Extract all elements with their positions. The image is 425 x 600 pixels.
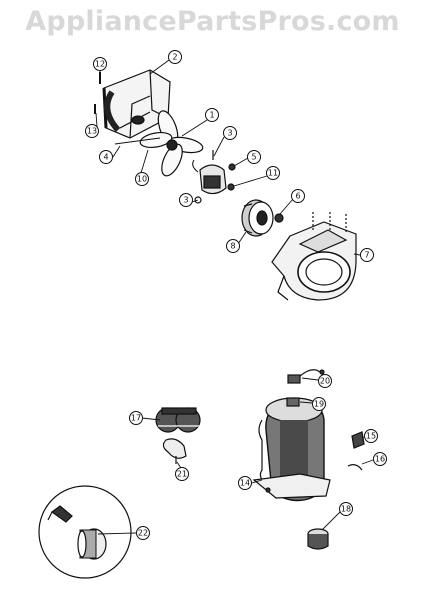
callout-label: 21 — [177, 470, 187, 479]
callout-3-lower — [179, 193, 193, 207]
callout-7 — [360, 248, 374, 262]
callout-label: 2 — [172, 53, 177, 62]
callout-label: 19 — [314, 400, 324, 409]
bracket-part — [162, 438, 187, 464]
callout-19 — [312, 397, 326, 411]
callout-2 — [168, 50, 182, 64]
scroll-housing-part — [271, 212, 357, 301]
callout-21 — [175, 467, 189, 481]
clip-part — [274, 213, 284, 223]
callout-label: 15 — [366, 432, 376, 441]
grommet-part — [351, 431, 365, 449]
callout-label: 16 — [375, 455, 385, 464]
filter-drier-detail — [38, 485, 132, 579]
callout-12-top — [93, 57, 107, 71]
callout-10 — [135, 172, 149, 186]
callout-label: 17 — [131, 414, 141, 423]
compressor-part — [252, 397, 331, 502]
callout-16 — [373, 452, 387, 466]
blower-wheel-part — [241, 199, 274, 237]
callout-label: 3 — [227, 129, 232, 138]
callout-label: 14 — [240, 479, 250, 488]
callout-label: 6 — [295, 192, 300, 201]
callout-17 — [129, 411, 143, 425]
callout-18 — [339, 502, 353, 516]
callout-11 — [266, 166, 280, 180]
callout-5 — [247, 150, 261, 164]
callout-label: 8 — [230, 242, 235, 251]
callout-label: 10 — [137, 175, 147, 184]
callout-4 — [99, 150, 113, 164]
capacitor-part — [307, 528, 329, 550]
callout-20 — [318, 374, 332, 388]
callout-label: 18 — [341, 505, 351, 514]
leader-lines — [95, 59, 374, 535]
callout-1 — [205, 108, 219, 122]
callout-label: 20 — [320, 377, 330, 386]
callout-label: 1 — [209, 111, 214, 120]
washer-part — [227, 183, 235, 191]
callout-label: 5 — [251, 153, 256, 162]
overload-relay-part — [155, 407, 201, 433]
callout-label: 12 — [95, 60, 105, 69]
callout-label: 3 — [183, 196, 188, 205]
spring-clip-part — [347, 464, 363, 471]
callout-label: 4 — [103, 153, 108, 162]
callout-14 — [238, 476, 252, 490]
motor-part — [192, 150, 227, 204]
callout-label: 7 — [364, 251, 369, 260]
watermark-text: AppliancePartsPros.com — [25, 6, 400, 37]
callout-15 — [364, 429, 378, 443]
callout-8 — [226, 239, 240, 253]
fan-blade-part — [139, 110, 204, 177]
rod-part — [114, 137, 161, 145]
callout-label: 11 — [268, 169, 278, 178]
callout-3-upper — [223, 126, 237, 140]
callout-22 — [136, 526, 150, 540]
nut-part — [228, 163, 236, 171]
terminal-cover-part — [286, 397, 300, 407]
callout-6 — [291, 189, 305, 203]
wire-harness-part — [287, 369, 325, 384]
callout-label: 13 — [87, 127, 97, 136]
callout-13 — [85, 124, 99, 138]
callout-label: 22 — [138, 529, 148, 538]
